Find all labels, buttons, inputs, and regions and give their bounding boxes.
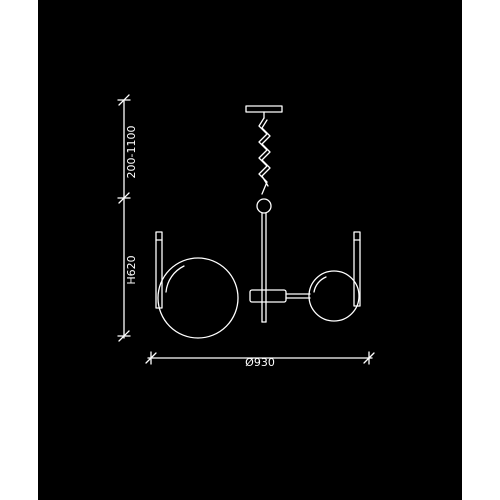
suspension-dimension-label: 200-1100 xyxy=(125,126,138,179)
left-glass-globe xyxy=(157,257,239,339)
left-globe-highlight xyxy=(165,265,185,293)
right-globe-highlight xyxy=(313,276,327,293)
pendant-lamp-drawing: 200-1100 H620 Ø930 xyxy=(117,94,375,369)
drawing-canvas: 200-1100 H620 Ø930 xyxy=(38,0,462,500)
ceiling-canopy xyxy=(245,105,283,113)
diameter-dimension-label: Ø930 xyxy=(245,356,275,369)
central-hub xyxy=(249,289,287,303)
right-glass-globe xyxy=(308,270,360,322)
right-side-rod xyxy=(353,231,361,307)
joint-ball xyxy=(256,198,272,214)
suspension-chain-inner xyxy=(261,119,271,187)
left-side-rod xyxy=(155,231,163,309)
height-dimension-label: H620 xyxy=(125,255,138,284)
